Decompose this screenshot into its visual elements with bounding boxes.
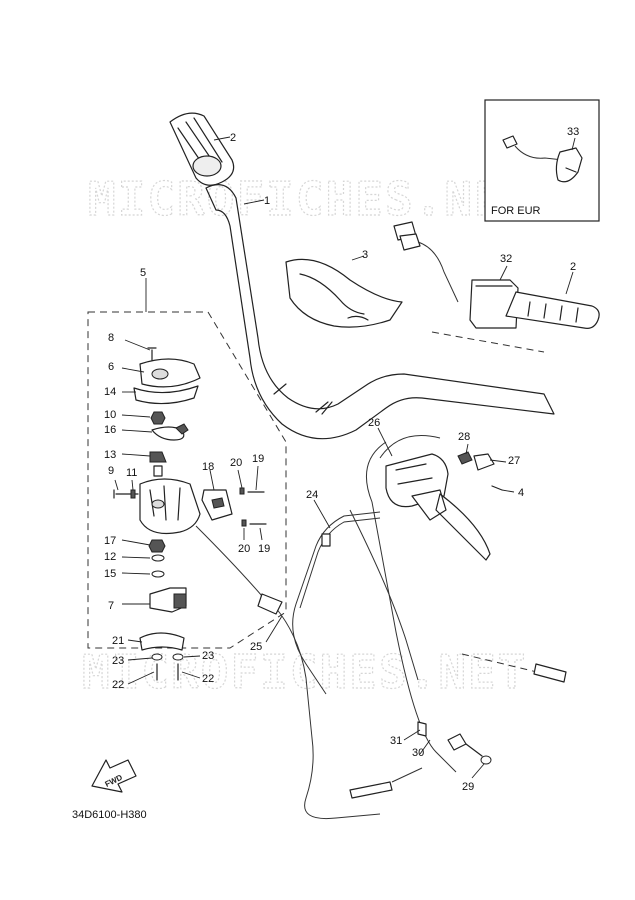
throttle-cable: 25 xyxy=(195,525,423,820)
label-part-7: 7 xyxy=(108,600,114,612)
switch-connector xyxy=(393,221,459,303)
label-part-23-right: 23 xyxy=(202,650,214,662)
left-grip: 2 xyxy=(169,112,236,186)
label-part-4: 4 xyxy=(518,487,524,499)
label-part-29: 29 xyxy=(462,781,474,793)
brake-master-cylinder: 26 28 27 4 xyxy=(365,417,524,773)
label-part-14: 14 xyxy=(104,386,116,398)
inset-for-eur: 33 FOR EUR xyxy=(484,99,600,222)
label-part-15: 15 xyxy=(104,568,116,580)
clutch-cable: 24 xyxy=(292,489,381,695)
forward-arrow: FWD xyxy=(91,759,137,793)
label-part-11: 11 xyxy=(126,467,137,479)
label-part-19-bottom: 19 xyxy=(258,543,270,555)
label-part-22-right: 22 xyxy=(202,673,214,685)
label-part-2-left: 2 xyxy=(230,132,236,144)
label-part-24: 24 xyxy=(306,489,318,501)
label-part-23-left: 23 xyxy=(112,655,124,667)
label-part-17: 17 xyxy=(104,535,116,547)
label-part-18: 18 xyxy=(202,461,214,473)
label-part-33: 33 xyxy=(567,126,579,138)
label-part-5: 5 xyxy=(140,267,146,279)
label-part-2-right: 2 xyxy=(570,261,576,273)
label-part-10: 10 xyxy=(104,409,116,421)
diagram-code: 34D6100-H380 xyxy=(72,809,147,821)
switch-assembly-outline xyxy=(87,311,287,649)
inset-label: FOR EUR xyxy=(491,205,541,217)
label-part-26: 26 xyxy=(368,417,380,429)
label-part-20-top: 20 xyxy=(230,457,242,469)
cable-ends: 31 30 29 xyxy=(349,509,567,793)
label-part-16: 16 xyxy=(104,424,116,436)
label-part-21: 21 xyxy=(112,635,124,647)
watermark-bottom: MICROFICHES.NET xyxy=(82,645,527,699)
label-part-32: 32 xyxy=(500,253,512,265)
label-part-8: 8 xyxy=(108,332,114,344)
label-part-19-top: 19 xyxy=(252,453,264,465)
label-part-13: 13 xyxy=(104,449,116,461)
handlebar-cover: 3 xyxy=(285,249,403,328)
label-part-27: 27 xyxy=(508,455,520,467)
label-part-1: 1 xyxy=(264,195,270,207)
bracket-and-fasteners: 21 23 23 22 22 xyxy=(112,632,214,691)
label-part-6: 6 xyxy=(108,361,114,373)
label-part-25: 25 xyxy=(250,641,262,653)
handlebar: 1 xyxy=(205,184,555,440)
right-switch-and-grip: 32 2 xyxy=(431,253,600,353)
label-part-20-bottom: 20 xyxy=(238,543,250,555)
label-part-9: 9 xyxy=(108,465,114,477)
label-part-28: 28 xyxy=(458,431,470,443)
label-part-3: 3 xyxy=(362,249,368,261)
label-part-30: 30 xyxy=(412,747,424,759)
switch-components: 8 6 14 10 16 13 9 11 xyxy=(104,332,270,613)
label-part-12: 12 xyxy=(104,551,116,563)
label-part-22-left: 22 xyxy=(112,679,124,691)
watermark-top: MICROFICHES.NET xyxy=(88,172,533,226)
label-part-31: 31 xyxy=(390,735,402,747)
